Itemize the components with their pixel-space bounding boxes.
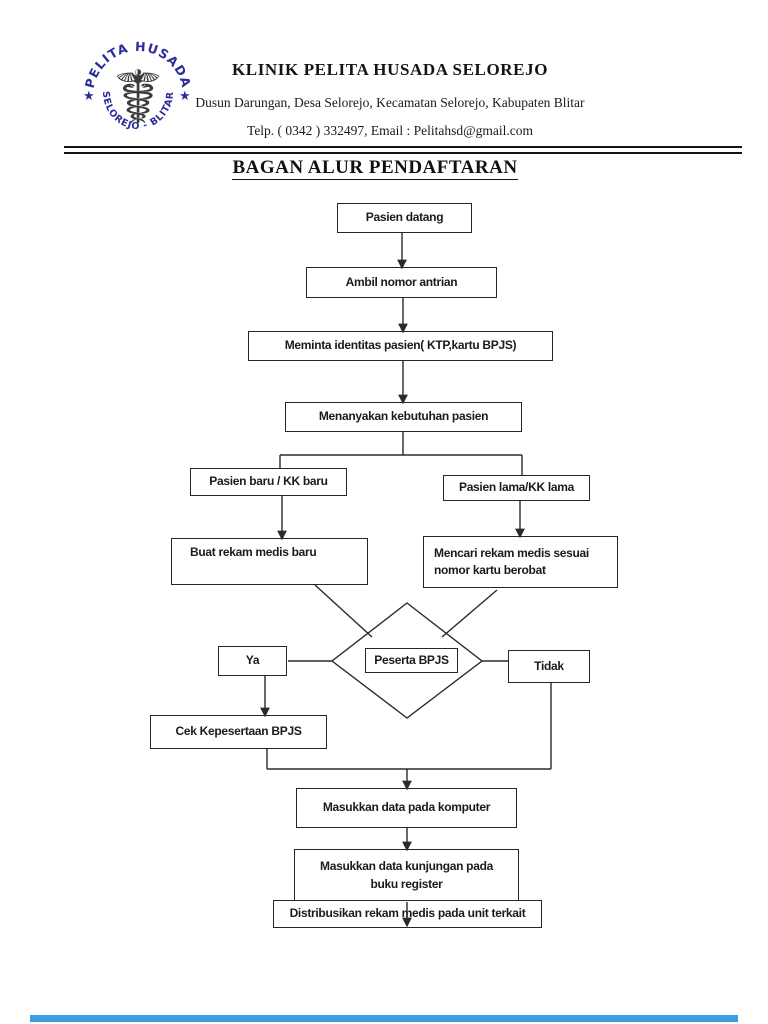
node-label: Pasien lama/KK lama [458, 480, 575, 495]
node-distribusikan-rekam-medis: Distribusikan rekam medis pada unit terk… [273, 900, 542, 928]
node-cek-kepesertaan-bpjs: Cek Kepesertaan BPJS [150, 715, 327, 749]
node-label: Distribusikan rekam medis pada unit terk… [289, 906, 526, 921]
node-ya: Ya [218, 646, 287, 676]
node-label: Pasien baru / KK baru [209, 474, 328, 489]
node-meminta-identitas: Meminta identitas pasien( KTP,kartu BPJS… [248, 331, 553, 361]
clinic-logo-seal: PELITA HUSADA SELOREJO - BLITAR ★ ★ ☤ [82, 39, 193, 141]
node-pasien-datang: Pasien datang [337, 203, 472, 233]
node-label: nomor kartu berobat [434, 563, 546, 577]
node-menanyakan-kebutuhan: Menanyakan kebutuhan pasien [285, 402, 522, 432]
clinic-name: KLINIK PELITA HUSADA SELOREJO [231, 60, 549, 79]
node-label: Tidak [534, 658, 564, 673]
node-label: Ambil nomor antrian [345, 274, 458, 289]
clinic-address: Dusun Darungan, Desa Selorejo, Kecamatan… [195, 95, 585, 110]
node-tidak: Tidak [508, 650, 590, 683]
node-label: Cek Kepesertaan BPJS [175, 724, 302, 739]
clinic-logo: PELITA HUSADA SELOREJO - BLITAR ★ ★ ☤ [82, 39, 194, 146]
clinic-contact: Telp. ( 0342 ) 332497, Email : Pelitahsd… [247, 123, 533, 138]
node-label: buku register [370, 876, 443, 891]
node-label: Meminta identitas pasien( KTP,kartu BPJS… [284, 338, 517, 353]
node-label: Buat rekam medis baru [190, 545, 317, 559]
node-label: Menanyakan kebutuhan pasien [318, 409, 489, 424]
node-label: Peserta BPJS [374, 652, 449, 667]
page-title: BAGAN ALUR PENDAFTARAN [232, 157, 518, 180]
node-ambil-nomor-antrian: Ambil nomor antrian [306, 267, 497, 298]
logo-star-left-icon: ★ [83, 89, 95, 104]
document-title: BAGAN ALUR PENDAFTARAN [0, 157, 750, 180]
node-peserta-bpjs: Peserta BPJS [365, 648, 458, 673]
logo-star-right-icon: ★ [179, 89, 191, 104]
node-masukkan-data-kunjungan: Masukkan data kunjungan pada buku regist… [294, 849, 519, 902]
node-pasien-lama: Pasien lama/KK lama [443, 475, 590, 501]
node-label: Masukkan data pada komputer [322, 800, 491, 815]
node-label: Pasien datang [365, 210, 444, 225]
bottom-progress-bar [30, 1015, 738, 1022]
node-mencari-rekam-medis: Mencari rekam medis sesuai nomor kartu b… [423, 536, 618, 588]
header-divider [64, 146, 742, 154]
node-masukkan-data-komputer: Masukkan data pada komputer [296, 788, 517, 828]
caduceus-icon: ☤ [113, 55, 163, 141]
node-pasien-baru: Pasien baru / KK baru [190, 468, 347, 496]
node-label: Masukkan data kunjungan pada [320, 859, 493, 874]
node-buat-rekam-medis: Buat rekam medis baru [171, 538, 368, 585]
node-label: Ya [245, 653, 260, 668]
node-label: Mencari rekam medis sesuai [434, 545, 589, 560]
